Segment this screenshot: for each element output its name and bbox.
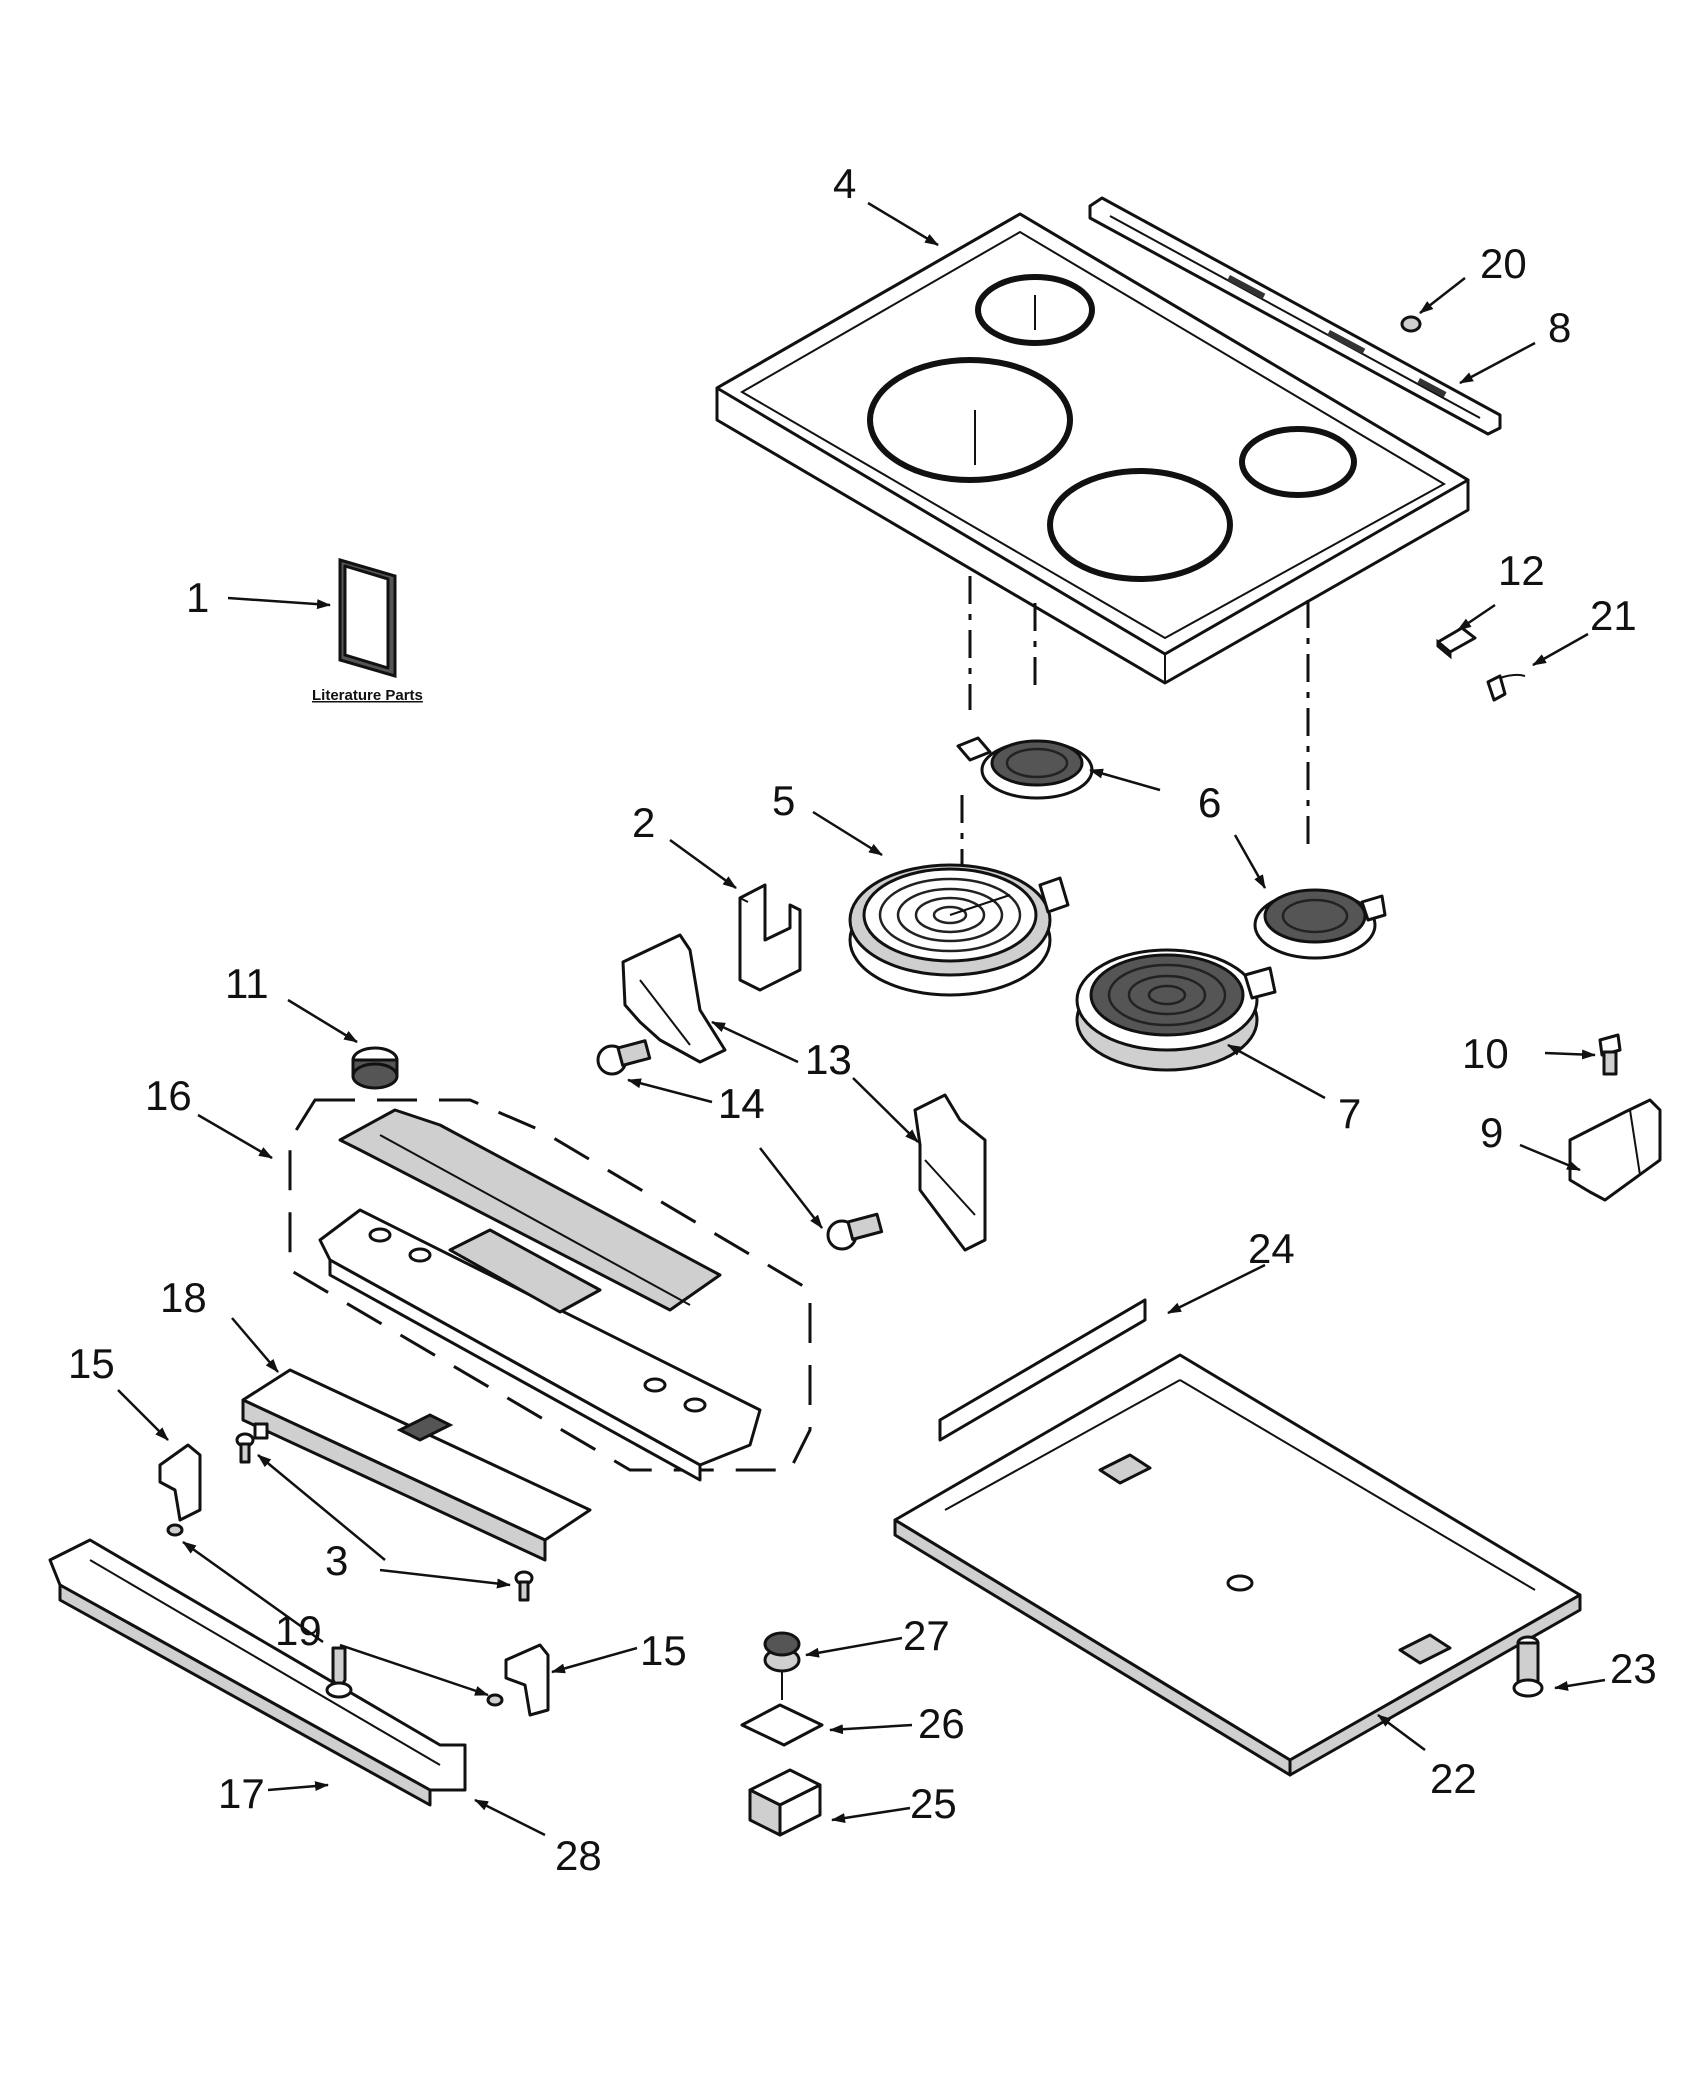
callout-1: 1 (186, 574, 209, 621)
screw-part-lower (826, 1212, 884, 1251)
rear-trim-part (1088, 196, 1502, 436)
leveling-leg-part (1512, 1635, 1544, 1698)
large-surface-element (848, 863, 1070, 997)
callout-19: 19 (275, 1607, 322, 1654)
nut-part (1400, 315, 1422, 333)
callout-26: 26 (918, 1700, 965, 1747)
callout-18: 18 (160, 1274, 207, 1321)
callout-17: 17 (218, 1770, 265, 1817)
control-board-part (241, 1368, 592, 1562)
callout-15-upper: 15 (68, 1340, 115, 1387)
cooktop-glass-part (715, 212, 1470, 685)
callout-15-lower: 15 (640, 1627, 687, 1674)
literature-parts-booklet (338, 558, 397, 678)
bracket-part-15b (504, 1643, 550, 1717)
callout-9: 9 (1480, 1109, 1503, 1156)
screw-part-19a (166, 1523, 184, 1537)
callout-28: 28 (555, 1832, 602, 1879)
callout-25: 25 (910, 1780, 957, 1827)
callout-14-upper: 14 (718, 1080, 765, 1127)
callout-4: 4 (833, 160, 856, 207)
callout-5: 5 (772, 777, 795, 824)
bracket-part-lower (913, 1093, 987, 1252)
callout-6-lower: 6 (1198, 779, 1221, 826)
small-surface-element-upper (956, 736, 1094, 800)
infinite-switch-part (748, 1768, 822, 1837)
switch-part (1436, 626, 1477, 660)
callout-21: 21 (1590, 592, 1637, 639)
screw-part-17 (325, 1646, 353, 1699)
bracket-part-9 (1568, 1098, 1662, 1202)
insulator-plate-part (740, 1703, 824, 1747)
callout-labels: 1 2 3 4 5 6 6 7 8 9 10 11 12 13 13 14 14… (68, 160, 1657, 1879)
callout-14-lower: 14 (718, 1080, 765, 1127)
callout-16: 16 (145, 1072, 192, 1119)
screw-part-3b (514, 1570, 534, 1602)
callout-10: 10 (1462, 1030, 1509, 1077)
wire-connector-part (1486, 673, 1526, 702)
support-rail-part (938, 1298, 1147, 1442)
control-panel-group (288, 1098, 812, 1482)
callout-22: 22 (1430, 1755, 1477, 1802)
callout-2: 2 (632, 799, 655, 846)
leader-lines (117, 201, 1606, 1837)
screw-part-3a (235, 1432, 255, 1464)
bracket-part (738, 883, 802, 992)
callout-3: 3 (325, 1537, 348, 1584)
callout-7: 7 (1338, 1090, 1361, 1137)
bracket-part-15a (158, 1443, 202, 1522)
bracket-part-upper (621, 933, 727, 1064)
literature-parts-label: Literature Parts (312, 687, 423, 704)
medium-surface-element (1075, 948, 1277, 1072)
cushion-part (763, 1631, 801, 1700)
callout-8: 8 (1548, 304, 1571, 351)
callout-11: 11 (225, 960, 269, 1007)
callout-12: 12 (1498, 547, 1545, 594)
callout-27: 27 (903, 1612, 950, 1659)
callout-23: 23 (1610, 1645, 1657, 1692)
small-surface-element-lower (1253, 888, 1387, 960)
callout-20: 20 (1480, 240, 1527, 287)
callout-6-upper: 6 (1198, 779, 1221, 826)
callout-13-lower: 13 (805, 1036, 852, 1083)
screw-part-upper (596, 1039, 652, 1076)
callout-13-upper: 13 (805, 1036, 852, 1083)
front-trim-part (48, 1538, 467, 1807)
screw-part-19b (486, 1693, 504, 1707)
callout-24: 24 (1248, 1225, 1295, 1272)
base-tray-part (893, 1353, 1582, 1777)
screw-part-10 (1598, 1033, 1622, 1076)
knob-part (351, 1046, 399, 1090)
